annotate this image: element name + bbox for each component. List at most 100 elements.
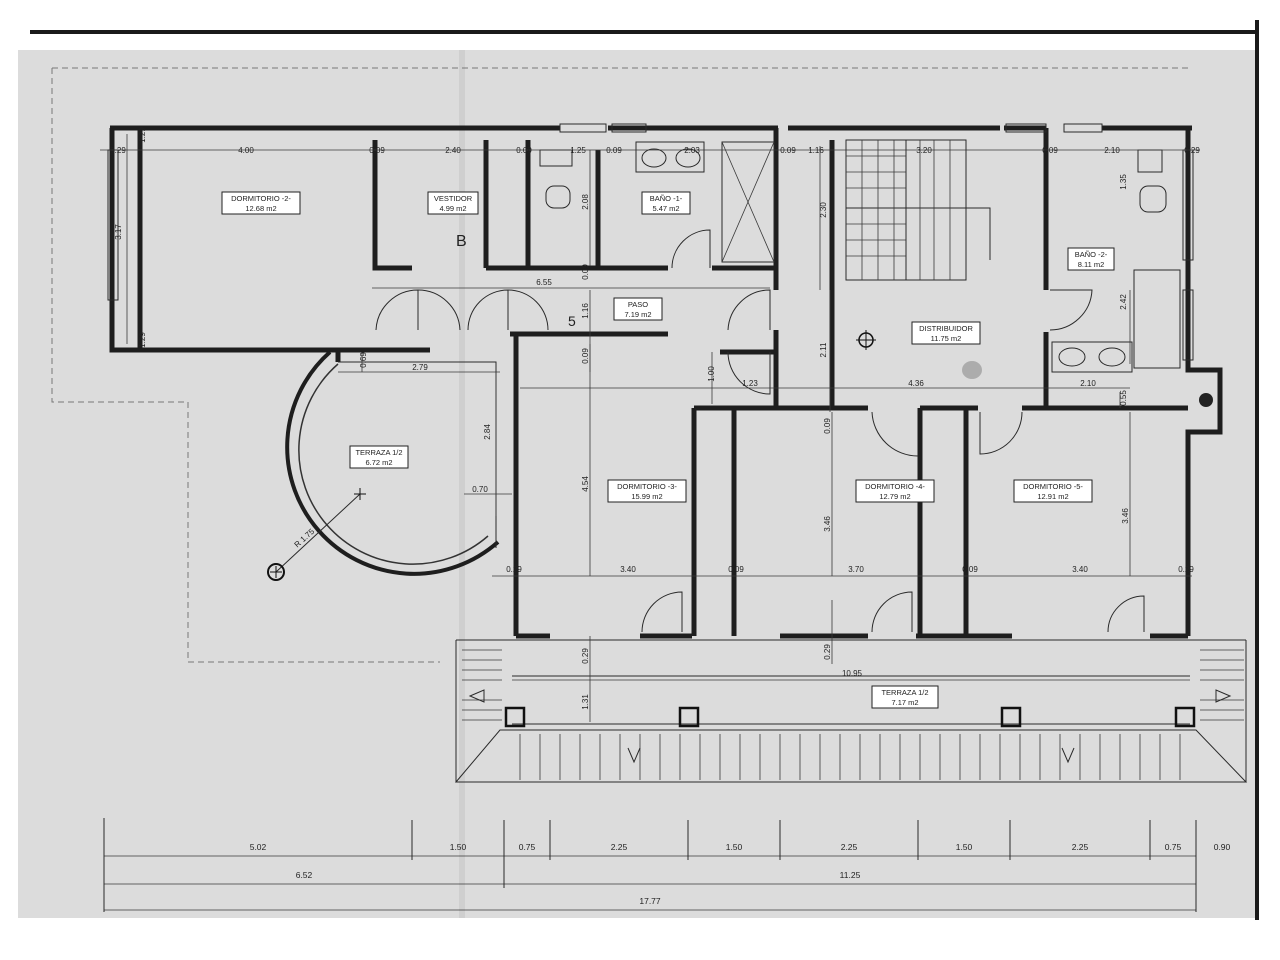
lower-floor-outline — [51, 67, 1190, 663]
svg-text:0.09: 0.09 — [581, 348, 590, 364]
svg-text:1.50: 1.50 — [726, 842, 743, 852]
svg-text:0.75: 0.75 — [1165, 842, 1182, 852]
svg-text:1.50: 1.50 — [450, 842, 467, 852]
svg-text:0.09: 0.09 — [1042, 146, 1058, 155]
svg-text:2.25: 2.25 — [611, 842, 628, 852]
svg-text:0.09: 0.09 — [581, 264, 590, 280]
svg-text:0.29: 0.29 — [506, 565, 522, 574]
svg-text:1.16: 1.16 — [808, 146, 824, 155]
bottom-terrace — [454, 639, 1248, 783]
svg-text:DISTRIBUIDOR: DISTRIBUIDOR — [919, 324, 973, 333]
svg-text:1.29: 1.29 — [138, 332, 147, 348]
distribuidor-symbol — [856, 330, 1213, 407]
svg-text:DORMITORIO -5-: DORMITORIO -5- — [1023, 482, 1083, 491]
svg-text:2.10: 2.10 — [1080, 379, 1096, 388]
svg-text:5: 5 — [568, 313, 576, 329]
room-label-bano1: BAÑO -1- 5.47 m2 — [641, 191, 691, 215]
svg-text:7.17 m2: 7.17 m2 — [891, 698, 918, 707]
svg-text:TERRAZA 1/2: TERRAZA 1/2 — [355, 448, 402, 457]
svg-text:BAÑO -2-: BAÑO -2- — [1075, 250, 1108, 259]
room-label-dormitorio2: DORMITORIO -2- 12.68 m2 — [221, 191, 301, 215]
svg-text:1.50: 1.50 — [956, 842, 973, 852]
svg-text:3.17: 3.17 — [114, 224, 123, 240]
svg-text:1.29: 1.29 — [138, 127, 147, 143]
svg-text:2.25: 2.25 — [1072, 842, 1089, 852]
svg-text:11.25: 11.25 — [840, 870, 861, 880]
svg-text:11.75 m2: 11.75 m2 — [931, 334, 962, 343]
svg-text:2.79: 2.79 — [412, 363, 428, 372]
svg-text:DORMITORIO -2-: DORMITORIO -2- — [231, 194, 291, 203]
room-label-vestidor: VESTIDOR 4.99 m2 — [427, 191, 479, 215]
svg-text:3.70: 3.70 — [848, 565, 864, 574]
svg-text:1.25: 1.25 — [570, 146, 586, 155]
svg-text:0.29: 0.29 — [823, 644, 832, 660]
staircase — [845, 139, 991, 281]
svg-text:0.70: 0.70 — [472, 485, 488, 494]
bottom-dimension-chain: 5.02 1.50 0.75 2.25 1.50 2.25 1.50 2.25 … — [103, 818, 1231, 912]
interior-dimensions: 1.29 3.17 1.29 6.55 2.08 2.30 0.09 1.16 … — [114, 127, 1194, 710]
top-edge-line — [30, 30, 1258, 34]
room-label-bano2: BAÑO -2- 8.11 m2 — [1067, 247, 1115, 271]
svg-text:2.40: 2.40 — [445, 146, 461, 155]
svg-text:3.40: 3.40 — [1072, 565, 1088, 574]
svg-text:8.11 m2: 8.11 m2 — [1078, 260, 1105, 269]
svg-text:PASO: PASO — [628, 300, 648, 309]
svg-text:0.69: 0.69 — [359, 352, 368, 368]
svg-text:10.95: 10.95 — [842, 669, 863, 678]
svg-text:3.46: 3.46 — [823, 516, 832, 532]
svg-text:DORMITORIO -4-: DORMITORIO -4- — [865, 482, 925, 491]
svg-text:0.29: 0.29 — [110, 146, 126, 155]
svg-text:6.52: 6.52 — [296, 870, 313, 880]
svg-text:3.20: 3.20 — [916, 146, 932, 155]
svg-text:4.54: 4.54 — [581, 476, 590, 492]
walls — [109, 125, 1223, 639]
svg-text:15.99 m2: 15.99 m2 — [631, 492, 662, 501]
top-dimensions: 0.29 4.00 0.09 2.40 0.09 1.25 0.09 2.03 … — [110, 146, 1200, 155]
svg-text:2.84: 2.84 — [483, 424, 492, 440]
svg-text:3.40: 3.40 — [620, 565, 636, 574]
svg-text:0.09: 0.09 — [962, 565, 978, 574]
room-label-terraza-bottom: TERRAZA 1/2 7.17 m2 — [871, 685, 939, 709]
svg-text:0.09: 0.09 — [780, 146, 796, 155]
svg-text:2.08: 2.08 — [581, 194, 590, 210]
svg-text:4.36: 4.36 — [908, 379, 924, 388]
svg-text:12.68 m2: 12.68 m2 — [245, 204, 276, 213]
svg-text:1.31: 1.31 — [581, 694, 590, 710]
svg-text:3.46: 3.46 — [1121, 508, 1130, 524]
svg-text:0.09: 0.09 — [516, 146, 532, 155]
room-label-paso: PASO 7.19 m2 — [613, 297, 663, 321]
room-label-distribuidor: DISTRIBUIDOR 11.75 m2 — [911, 321, 981, 345]
svg-text:0.29: 0.29 — [581, 648, 590, 664]
svg-text:0.09: 0.09 — [823, 418, 832, 434]
door-swings — [375, 229, 1145, 633]
svg-text:2.11: 2.11 — [819, 342, 828, 358]
svg-text:1.16: 1.16 — [581, 303, 590, 319]
svg-text:6.72 m2: 6.72 m2 — [365, 458, 392, 467]
svg-text:2.25: 2.25 — [841, 842, 858, 852]
svg-text:7.19 m2: 7.19 m2 — [624, 310, 651, 319]
room-label-dormitorio3: DORMITORIO -3- 15.99 m2 — [607, 479, 687, 503]
svg-text:12.79 m2: 12.79 m2 — [879, 492, 910, 501]
svg-text:BAÑO -1-: BAÑO -1- — [650, 194, 683, 203]
interior-dimension-lines — [100, 134, 1200, 722]
svg-text:2.03: 2.03 — [684, 146, 700, 155]
room-label-dormitorio4: DORMITORIO -4- 12.79 m2 — [855, 479, 935, 503]
svg-text:0.29: 0.29 — [1184, 146, 1200, 155]
svg-text:0.55: 0.55 — [1119, 390, 1128, 406]
bathroom-fixtures — [539, 141, 1181, 373]
svg-text:VESTIDOR: VESTIDOR — [434, 194, 473, 203]
svg-text:2.30: 2.30 — [819, 202, 828, 218]
svg-text:17.77: 17.77 — [639, 896, 661, 906]
svg-text:2.42: 2.42 — [1119, 294, 1128, 310]
svg-text:4.00: 4.00 — [238, 146, 254, 155]
room-label-terraza-left: TERRAZA 1/2 6.72 m2 — [349, 445, 409, 469]
svg-text:5.47 m2: 5.47 m2 — [652, 204, 679, 213]
svg-text:4.99 m2: 4.99 m2 — [439, 204, 466, 213]
svg-text:0.09: 0.09 — [606, 146, 622, 155]
svg-text:0.09: 0.09 — [369, 146, 385, 155]
svg-text:1.23: 1.23 — [742, 379, 758, 388]
svg-text:0.09: 0.09 — [728, 565, 744, 574]
svg-text:TERRAZA 1/2: TERRAZA 1/2 — [881, 688, 928, 697]
svg-text:12.91 m2: 12.91 m2 — [1037, 492, 1068, 501]
